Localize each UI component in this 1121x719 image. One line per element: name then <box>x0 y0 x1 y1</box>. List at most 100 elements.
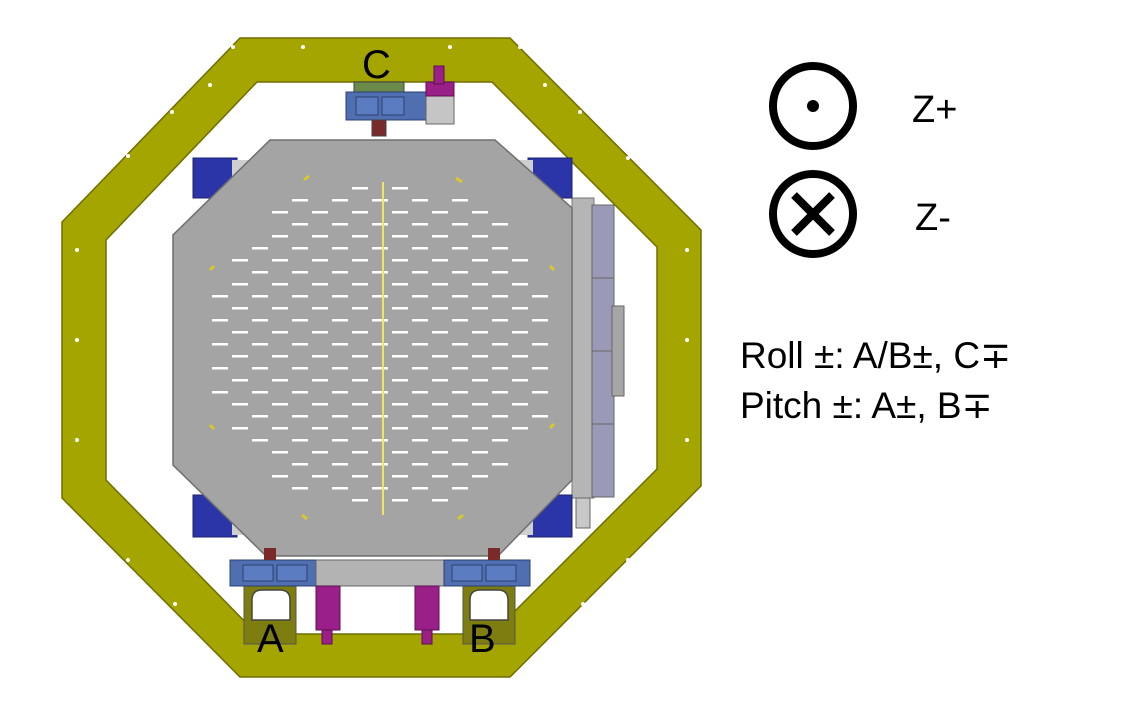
plate-slot <box>332 223 348 226</box>
plate-slot <box>372 271 388 274</box>
plate-slot <box>272 235 288 238</box>
plate-slot <box>472 379 488 382</box>
plate-slot <box>312 355 328 358</box>
plate-slot <box>392 307 408 310</box>
plate-slot <box>352 499 368 502</box>
plate-slot <box>392 451 408 454</box>
plate-slot <box>512 259 528 262</box>
plate-slot <box>292 319 308 322</box>
plate-slot <box>392 235 408 238</box>
plate-slot <box>312 307 328 310</box>
plate-slot <box>452 247 468 250</box>
plate-slot <box>492 319 508 322</box>
plate-slot <box>372 391 388 394</box>
plate-slot <box>352 283 368 286</box>
plate-slot <box>292 391 308 394</box>
plate-slot <box>332 391 348 394</box>
plate-slot <box>272 283 288 286</box>
plate-slot <box>492 271 508 274</box>
plate-slot <box>292 247 308 250</box>
clamp-ab <box>229 548 531 587</box>
plate-slot <box>352 475 368 478</box>
plate-slot <box>292 415 308 418</box>
plate-slot <box>232 403 248 406</box>
plate-slot <box>532 391 548 394</box>
plate-slot <box>392 187 408 190</box>
plate-slot <box>332 367 348 370</box>
clamp-c <box>345 65 455 137</box>
plate-slot <box>372 223 388 226</box>
plate-slot <box>212 367 228 370</box>
plate-slot <box>352 235 368 238</box>
plate-slot <box>452 319 468 322</box>
plate-slot <box>252 391 268 394</box>
plate-slot <box>392 259 408 262</box>
plate-slot <box>432 283 448 286</box>
slot-pattern <box>212 187 548 502</box>
plate-slot <box>272 211 288 214</box>
plate-slot <box>492 343 508 346</box>
plate-slot <box>272 259 288 262</box>
plate-slot <box>352 187 368 190</box>
plate-slot <box>292 271 308 274</box>
plate-slot <box>312 211 328 214</box>
plate-slot <box>472 211 488 214</box>
plate-slot <box>232 259 248 262</box>
plate-slot <box>332 247 348 250</box>
plate-slot <box>352 451 368 454</box>
alignment-markers <box>208 174 556 521</box>
plate-slot <box>372 415 388 418</box>
plate-slot <box>512 403 528 406</box>
plate-slot <box>532 295 548 298</box>
plate-slot <box>472 259 488 262</box>
plate-slot <box>372 319 388 322</box>
plate-slot <box>412 463 428 466</box>
z-plus-out-of-page-icon <box>769 62 857 150</box>
plate-slot <box>452 439 468 442</box>
plate-slot <box>332 295 348 298</box>
plate-slot <box>332 487 348 490</box>
plate-slot <box>312 259 328 262</box>
support-label-a: A <box>257 617 284 661</box>
plate-slot <box>372 343 388 346</box>
plate-slot <box>512 283 528 286</box>
plate-slot <box>472 427 488 430</box>
plate-slot <box>252 319 268 322</box>
plate-slot <box>272 331 288 334</box>
plate-slot <box>272 403 288 406</box>
plate-slot <box>412 439 428 442</box>
plate-slot <box>412 199 428 202</box>
z-minus-into-page-icon <box>769 170 857 258</box>
plate-slot <box>352 427 368 430</box>
plate-slot <box>252 295 268 298</box>
plate-slot <box>472 475 488 478</box>
plate-slot <box>492 415 508 418</box>
plate-slot <box>432 451 448 454</box>
plate-slot <box>372 439 388 442</box>
plate-slot <box>312 475 328 478</box>
plate-slot <box>492 367 508 370</box>
plate-slot <box>512 379 528 382</box>
plate-slot <box>232 427 248 430</box>
plate-slot <box>292 367 308 370</box>
plate-slot <box>492 223 508 226</box>
plate-slot <box>392 355 408 358</box>
plate-slot <box>372 247 388 250</box>
plate-slot <box>272 475 288 478</box>
plate-slot <box>352 259 368 262</box>
plate-slot <box>432 331 448 334</box>
plate-slot <box>452 271 468 274</box>
plate-slot <box>412 271 428 274</box>
plate-slot <box>272 451 288 454</box>
plate-slot <box>352 355 368 358</box>
plate-slot <box>332 415 348 418</box>
plate-slot <box>452 487 468 490</box>
plate-slot <box>532 367 548 370</box>
plate-slot <box>332 463 348 466</box>
plate-slot <box>532 415 548 418</box>
plate-slot <box>252 343 268 346</box>
plate-slot <box>472 403 488 406</box>
plate-slot <box>432 259 448 262</box>
plate-slot <box>312 379 328 382</box>
plate-slot <box>332 271 348 274</box>
